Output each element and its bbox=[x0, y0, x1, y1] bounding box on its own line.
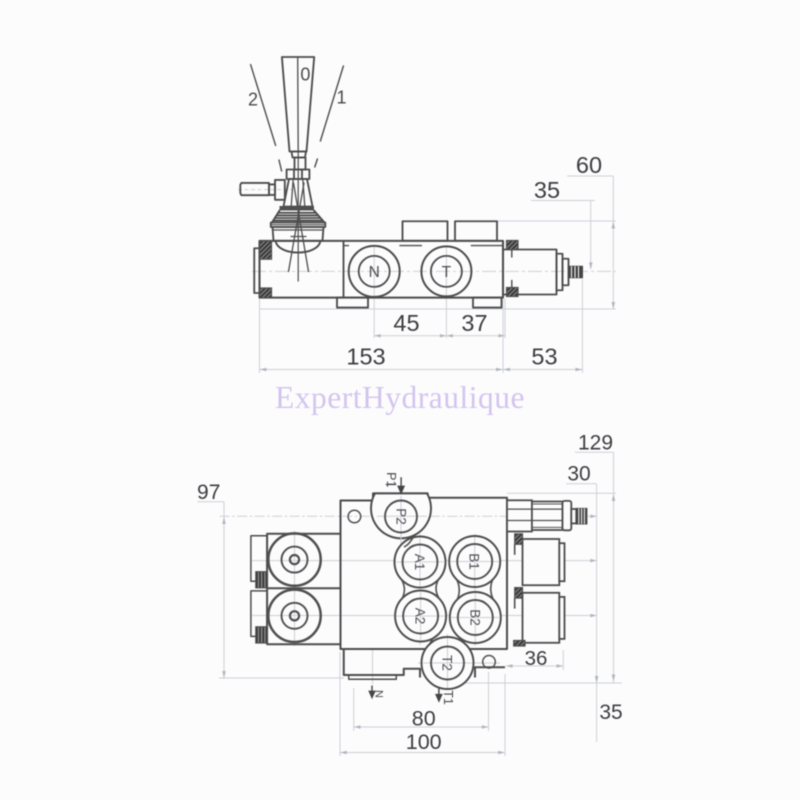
svg-text:T: T bbox=[442, 264, 452, 281]
svg-text:B2: B2 bbox=[467, 609, 482, 626]
svg-text:60: 60 bbox=[576, 152, 602, 178]
svg-text:97: 97 bbox=[197, 481, 220, 504]
svg-text:A1: A1 bbox=[412, 554, 427, 571]
svg-text:45: 45 bbox=[393, 310, 419, 336]
svg-text:35: 35 bbox=[599, 701, 622, 724]
svg-text:153: 153 bbox=[346, 344, 385, 370]
svg-text:N: N bbox=[369, 264, 380, 281]
svg-text:80: 80 bbox=[412, 706, 436, 730]
svg-text:37: 37 bbox=[461, 310, 487, 336]
svg-text:1: 1 bbox=[336, 88, 346, 108]
svg-text:36: 36 bbox=[525, 647, 548, 670]
svg-text:T2: T2 bbox=[440, 655, 455, 671]
svg-text:35: 35 bbox=[534, 177, 560, 203]
svg-text:30: 30 bbox=[567, 463, 590, 486]
svg-text:129: 129 bbox=[578, 432, 613, 455]
svg-text:ExpertHydraulique: ExpertHydraulique bbox=[275, 380, 525, 415]
svg-text:0: 0 bbox=[300, 64, 310, 84]
svg-text:N: N bbox=[373, 690, 385, 698]
svg-text:P1: P1 bbox=[384, 472, 398, 487]
svg-text:53: 53 bbox=[531, 344, 557, 370]
svg-text:2: 2 bbox=[248, 90, 258, 110]
svg-text:100: 100 bbox=[406, 730, 442, 754]
svg-text:A2: A2 bbox=[413, 608, 428, 625]
svg-text:P2: P2 bbox=[394, 508, 409, 525]
svg-text:T1: T1 bbox=[441, 690, 455, 705]
svg-text:B1: B1 bbox=[467, 553, 482, 570]
